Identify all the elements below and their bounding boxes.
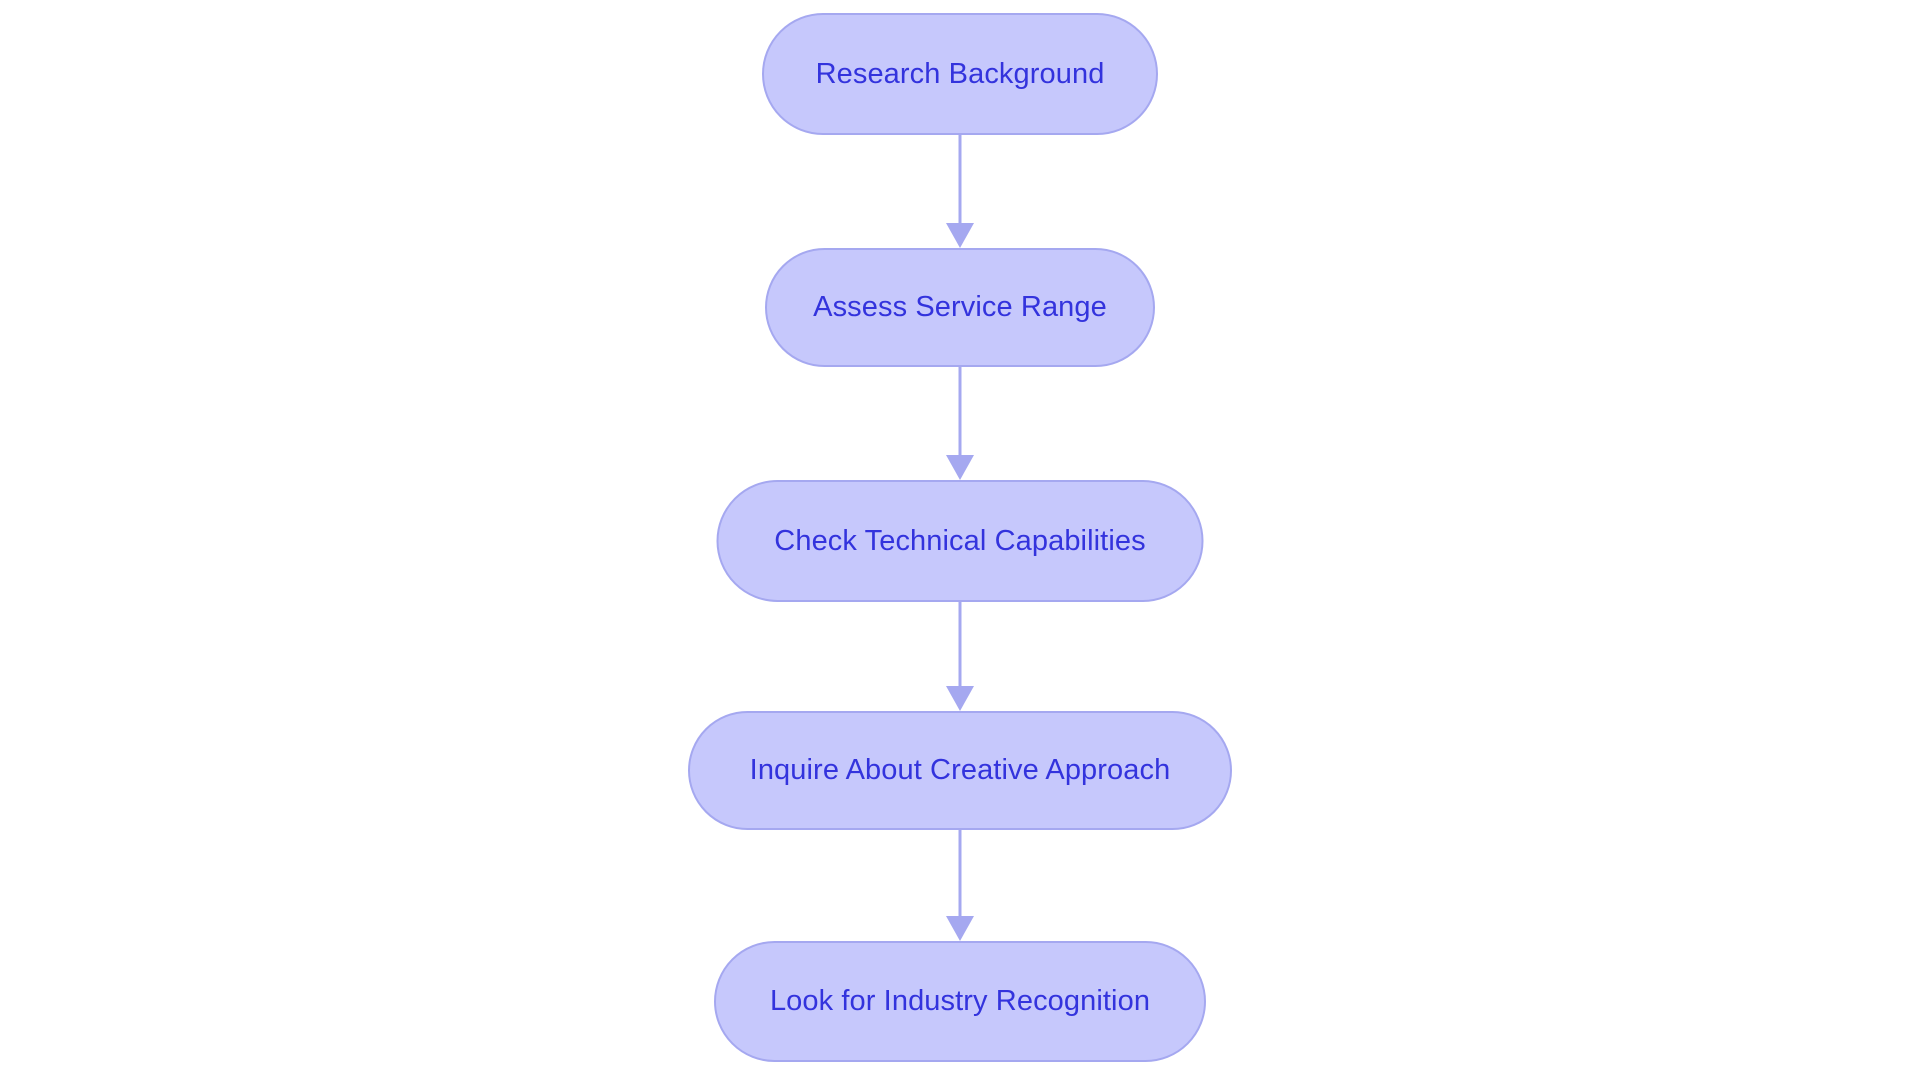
flow-edge-node-1-to-node-2 xyxy=(946,135,974,248)
edge-line xyxy=(958,602,962,686)
arrowhead-down-icon xyxy=(946,916,974,941)
flow-node-check-technical-capabilities[interactable]: Check Technical Capabilities xyxy=(716,480,1204,602)
flow-node-look-for-industry-recognition[interactable]: Look for Industry Recognition xyxy=(714,941,1206,1062)
flow-node-label: Inquire About Creative Approach xyxy=(749,754,1171,786)
flow-node-inquire-about-creative-approach[interactable]: Inquire About Creative Approach xyxy=(688,711,1232,830)
arrowhead-down-icon xyxy=(946,223,974,248)
flow-node-label: Look for Industry Recognition xyxy=(769,985,1151,1017)
edge-line xyxy=(958,367,962,455)
flow-edge-node-2-to-node-3 xyxy=(946,367,974,480)
edge-line xyxy=(958,135,962,223)
arrowhead-down-icon xyxy=(946,455,974,480)
arrowhead-down-icon xyxy=(946,686,974,711)
edge-line xyxy=(958,830,962,916)
flow-node-label: Research Background xyxy=(815,57,1105,90)
flow-node-label: Assess Service Range xyxy=(813,291,1107,323)
flow-edge-node-3-to-node-4 xyxy=(946,602,974,711)
flow-node-research-background[interactable]: Research Background xyxy=(762,13,1158,135)
flow-edge-node-4-to-node-5 xyxy=(946,830,974,941)
flow-node-label: Check Technical Capabilities xyxy=(774,524,1146,557)
flow-node-assess-service-range[interactable]: Assess Service Range xyxy=(765,248,1155,367)
